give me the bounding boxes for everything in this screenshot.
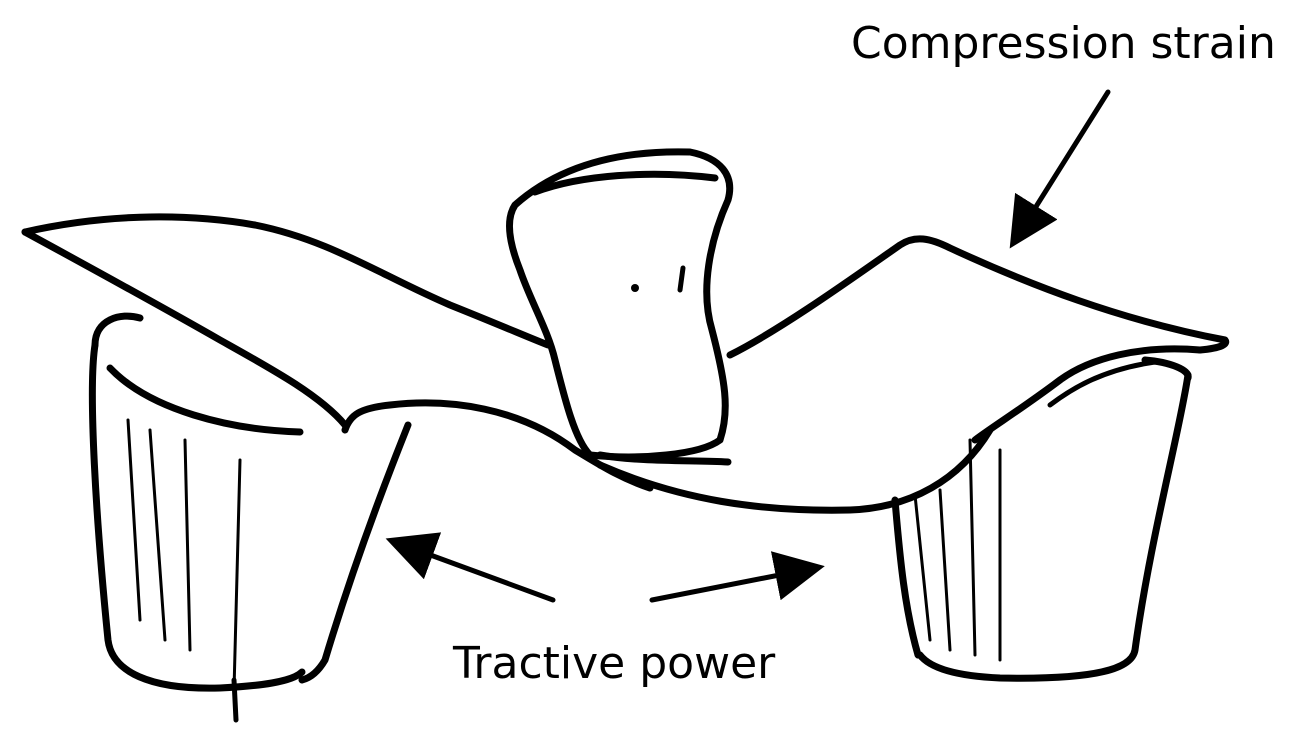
sheet-right-wing-top xyxy=(726,235,1230,359)
right-support-hatch xyxy=(938,488,952,652)
compression-label: Compression strain xyxy=(851,18,1276,69)
right-support-hatch xyxy=(968,438,977,657)
left-support-hatch xyxy=(148,428,167,642)
center-load xyxy=(506,148,734,466)
left-support-hatch xyxy=(126,418,142,622)
traction-arrow-right xyxy=(649,551,825,603)
left-support-hatch xyxy=(183,438,192,652)
left-support xyxy=(88,312,412,723)
left-support-outline xyxy=(88,341,306,692)
right-support xyxy=(891,356,1192,682)
right-support-outline xyxy=(916,371,1192,682)
traction-arrow-left xyxy=(385,532,556,603)
left-support-hatch xyxy=(232,458,242,692)
load-top-ellipse xyxy=(531,170,719,196)
sheet-left-wing-fold xyxy=(21,228,349,429)
sheet-right-underside xyxy=(1047,359,1158,408)
traction-label: Tractive power xyxy=(452,638,776,689)
load-dot xyxy=(631,284,639,292)
sheet-left-wing-top xyxy=(21,213,552,349)
right-support-left-edge xyxy=(891,496,922,659)
load-mark xyxy=(677,265,686,293)
load-base-shadow xyxy=(596,451,732,466)
left-support-foot xyxy=(231,677,239,723)
sheet-right-wing-fold xyxy=(971,345,1204,444)
left-support-rim xyxy=(91,312,304,436)
load-outline xyxy=(506,148,734,461)
bending-sheet xyxy=(21,213,1230,514)
right-support-hatch xyxy=(913,493,932,642)
left-support-right-edge xyxy=(298,421,412,684)
sheet-lower-curve xyxy=(596,426,994,514)
compression-arrow xyxy=(1009,89,1111,249)
